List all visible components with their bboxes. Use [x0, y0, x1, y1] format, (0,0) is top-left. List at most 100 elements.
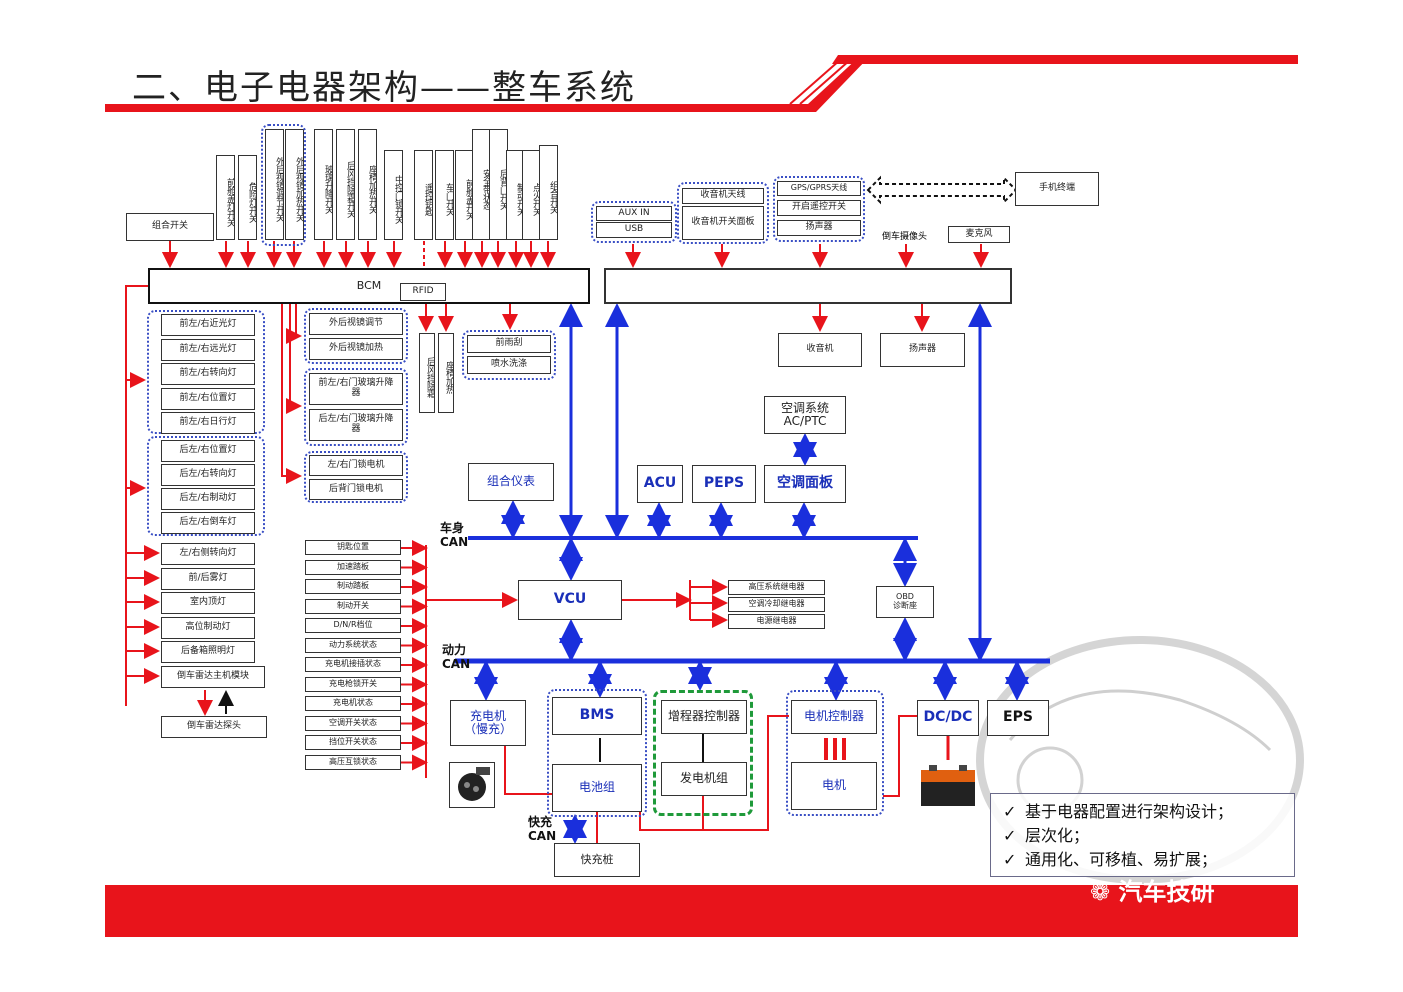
body-output-item: 后备箱照明灯: [161, 641, 255, 663]
range-extender-ctrl-box: 增程器控制器: [661, 700, 747, 734]
front-lamp-item: 前左/右日行灯: [161, 412, 255, 434]
vcu-input-item: 充电机接插状态: [305, 657, 401, 672]
rear-lamp-group: [147, 436, 265, 536]
window-output-item: 后左/右门玻璃升降器: [309, 409, 403, 441]
check-icon: ✓: [1003, 850, 1017, 869]
mirror-switch-group: [261, 124, 306, 246]
usb-box: USB: [596, 222, 672, 238]
motor-group: [786, 690, 884, 816]
handset-box: 扬声器: [777, 220, 861, 236]
mirror-output-item: 外后视镜调节: [309, 313, 403, 335]
front-lamp-item: 前左/右位置灯: [161, 387, 255, 410]
speaker-box: 扬声器: [880, 333, 965, 367]
body-can-label: 车身 CAN: [440, 521, 469, 550]
washer-box: 喷水洗涤: [467, 356, 551, 374]
combo-switch-left: 组合开关: [126, 213, 214, 241]
top-switch: 后风挡除霜开关: [336, 129, 355, 240]
top-switch: 中控门锁开关: [384, 150, 403, 240]
bullet-item: ✓通用化、可移植、易扩展；: [1003, 848, 1294, 872]
vcu-input-item: 充电机状态: [305, 696, 401, 711]
wechat-icon: ❁: [1090, 878, 1119, 906]
bms-box: BMS: [552, 697, 642, 735]
mirror-output-item: 外后视镜加热: [309, 338, 403, 360]
top-switch: 危险灯开关: [238, 155, 257, 240]
charger-plug-icon: [449, 762, 495, 808]
vcu-input-item: 制动开关: [305, 598, 401, 614]
vcu-input-item: 钥匙位置: [305, 540, 401, 555]
top-switch: 遥控钥匙: [414, 150, 433, 240]
top-switch: 玻璃升降开关: [314, 129, 333, 240]
power-can-label: 动力 CAN: [442, 643, 471, 672]
peps-box: PEPS: [692, 465, 756, 503]
wiper-group: [462, 330, 556, 380]
top-switch: 座椅加热开关: [358, 129, 377, 240]
body-output-item: 前/后雾灯: [161, 567, 255, 590]
radar-sensor-box: 倒车雷达探头: [161, 716, 267, 738]
motor-box: 电机: [791, 762, 877, 810]
fast-charger-box: 快充桩: [554, 843, 640, 877]
vcu-box: VCU: [518, 580, 622, 620]
page-title: 二、电子电器架构——整车系统: [132, 68, 636, 108]
vcu-input-item: 空调开关状态: [305, 715, 401, 731]
top-switch: 组合开关: [539, 145, 558, 240]
vcu-input-item: 制动踏板: [305, 579, 401, 594]
body-output-item: 室内顶灯: [161, 592, 255, 614]
vcu-input-item: 充电枪锁开关: [305, 676, 401, 692]
body-output-item: 左/右侧转向灯: [161, 543, 255, 565]
rear-lamp-item: 后左/右制动灯: [161, 488, 255, 510]
radio-box: 收音机: [778, 333, 862, 367]
vcu-input-item: 加速踏板: [305, 559, 401, 575]
aux-usb-group: [591, 201, 677, 243]
dcdc-box: DC/DC: [917, 700, 979, 736]
rfid-box: RFID: [400, 283, 446, 301]
summary-bullets: ✓基于电器配置进行架构设计； ✓层次化； ✓通用化、可移植、易扩展；: [990, 793, 1295, 877]
obd-box: OBD 诊断座: [876, 586, 934, 618]
acu-box: ACU: [637, 465, 683, 503]
top-switch: 车门开关: [435, 150, 454, 240]
window-output-group: [304, 368, 408, 446]
vcu-input-item: D/N/R档位: [305, 618, 401, 633]
bullet-item: ✓层次化；: [1003, 824, 1294, 848]
vcu-relay-item: 空调冷却继电器: [728, 597, 825, 612]
microphone-box: 麦克风: [948, 226, 1010, 243]
remote-switch-box: 开启遥控开关: [777, 200, 861, 216]
fast-can-label: 快充 CAN: [528, 815, 557, 844]
rear-lamp-item: 后左/右倒车灯: [161, 512, 255, 534]
infotainment-host: [604, 268, 1012, 304]
vcu-input-item: 挡位开关状态: [305, 735, 401, 750]
battery-12v-icon: [917, 760, 979, 810]
body-output-item: 倒车雷达主机模块: [161, 665, 265, 688]
vcu-input-item: 高压互锁状态: [305, 754, 401, 770]
aux-in-box: AUX IN: [596, 206, 672, 221]
gps-group: [773, 176, 865, 242]
ac-panel-box: 空调面板: [764, 465, 846, 503]
vcu-relay-item: 高压系统继电器: [728, 580, 825, 595]
seat-heat-box: 座椅加热: [438, 333, 454, 413]
top-switch: 外后视镜加热开关: [285, 129, 304, 240]
lock-output-item: 左/右门锁电机: [309, 455, 403, 476]
bullet-item: ✓基于电器配置进行架构设计；: [1003, 800, 1294, 824]
rear-defrost-box: 后风挡除霜: [419, 333, 435, 413]
motor-controller-box: 电机控制器: [791, 700, 877, 734]
top-switch: 外后视镜调节开关: [265, 129, 284, 240]
header-bands: [105, 55, 1298, 112]
bcm-module: BCM: [148, 268, 590, 304]
generator-box: 发电机组: [661, 762, 747, 796]
footer-band: [105, 885, 1298, 937]
eps-box: EPS: [987, 700, 1049, 736]
phone-terminal-box: 手机终端: [1015, 172, 1099, 206]
instrument-cluster-box: 组合仪表: [468, 463, 554, 501]
lock-output-item: 后背门锁电机: [309, 479, 403, 500]
check-icon: ✓: [1003, 802, 1017, 821]
bms-group: [547, 689, 647, 817]
rear-lamp-item: 后左/右转向灯: [161, 464, 255, 486]
front-lamp-item: 前左/右远光灯: [161, 338, 255, 361]
rear-camera-label: 倒车摄像头: [882, 232, 928, 242]
vcu-input-item: 动力系统状态: [305, 637, 401, 653]
ac-system-box: 空调系统 AC/PTC: [764, 396, 846, 434]
front-wiper-box: 前雨刮: [467, 335, 551, 353]
watermark-text: ❁ 汽车技研: [1090, 878, 1215, 906]
radio-panel-box: 收音机开关面板: [682, 206, 764, 240]
charger-box: 充电机 （慢充）: [450, 700, 526, 746]
gps-antenna-box: GPS/GPRS天线: [777, 181, 861, 196]
